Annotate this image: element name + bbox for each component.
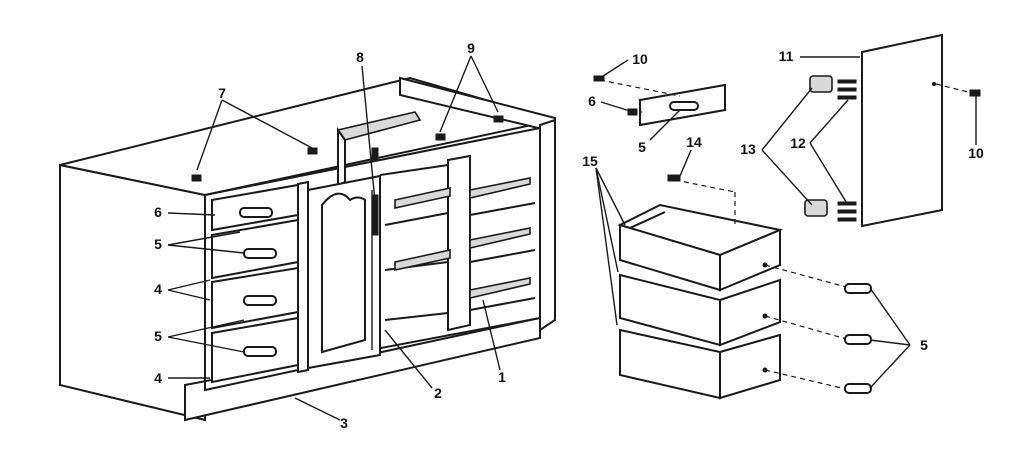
callout-6-cabinet: 6: [154, 204, 162, 220]
callout-10-top: 10: [632, 51, 648, 67]
callout-15: 15: [582, 153, 598, 169]
loose-door-panel: [804, 33, 981, 228]
callout-10-right: 10: [968, 145, 984, 161]
cabinet-base: [59, 76, 556, 422]
callout-13: 13: [740, 141, 756, 157]
callout-12: 12: [790, 135, 806, 151]
cabinet-door: [307, 174, 381, 370]
drawer-box-stack: [617, 174, 851, 400]
callout-4-upper: 4: [154, 281, 162, 297]
callout-5-pulls: 5: [920, 337, 928, 353]
hinge-lower: [804, 199, 857, 222]
callout-9: 9: [467, 40, 475, 56]
callout-6-front: 6: [588, 93, 596, 109]
callout-5-front: 5: [638, 139, 646, 155]
small-drawer-front: [593, 75, 726, 127]
callout-labels: 7 8 9 6 5 4 5 4 3 2 1 10 6 5 14 15 11 13…: [154, 40, 984, 431]
callout-11: 11: [779, 48, 794, 64]
leader-lines: [167, 55, 977, 421]
callout-7: 7: [218, 85, 226, 101]
cabinet-drawer-fronts: [211, 183, 299, 384]
hinge-upper: [809, 75, 857, 100]
callout-1: 1: [498, 369, 506, 385]
callout-8: 8: [356, 49, 364, 65]
callout-5-lower: 5: [154, 328, 162, 344]
callout-4-lower: 4: [154, 370, 162, 386]
loose-drawer-pulls: [844, 283, 872, 394]
callout-3: 3: [340, 415, 348, 431]
callout-5-upper: 5: [154, 236, 162, 252]
callout-14: 14: [686, 134, 702, 150]
callout-2: 2: [434, 385, 442, 401]
screws: [191, 115, 504, 182]
